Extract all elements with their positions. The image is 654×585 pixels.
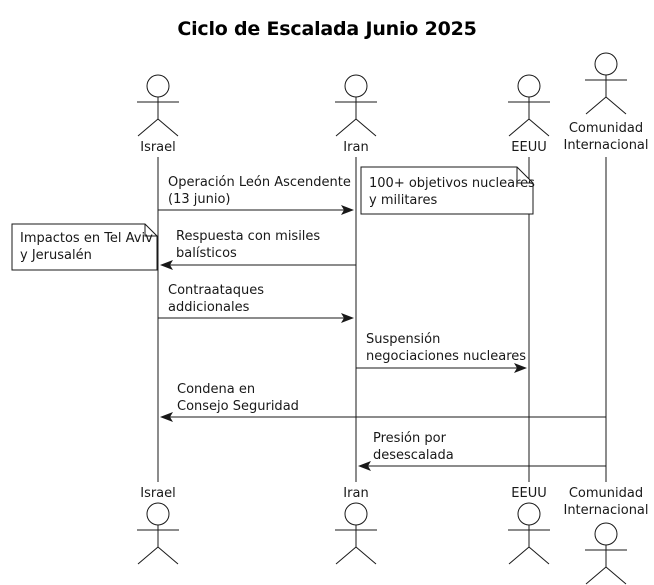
note-box-impactos [11, 223, 158, 271]
actor-head [146, 502, 170, 526]
message-label-5: Condena en Consejo Seguridad [177, 382, 299, 414]
actor-leg-left [335, 118, 357, 137]
actor-label-israel-bottom: Israel [140, 486, 176, 501]
arrowhead-right-icon-1 [341, 205, 354, 215]
message-arrows [158, 205, 606, 471]
actor-icon-eeuu-top [508, 74, 550, 137]
actor-icon-iran-bottom [335, 502, 377, 565]
message-label-3: Contraataques addicionales [168, 283, 264, 315]
arrowhead-left-icon-6 [358, 461, 371, 471]
actor-leg-right [605, 566, 627, 585]
actor-label-eeuu-top: EEUU [511, 140, 547, 155]
actor-icon-israel-bottom [137, 502, 179, 565]
note-label-objetivos: 100+ objetivos nucleares y militares [369, 176, 535, 208]
message-label-2: Respuesta con misiles balísticos [176, 229, 321, 261]
arrowhead-left-icon-2 [160, 260, 173, 270]
diagram-title: Ciclo de Escalada Junio 2025 [177, 18, 477, 40]
actor-icon-eeuu-bottom [508, 502, 550, 565]
actor-label-israel-top: Israel [140, 140, 176, 155]
actor-icon-comunidad-top [585, 52, 627, 115]
actor-head [146, 74, 170, 98]
actor-head [517, 74, 541, 98]
actor-head [344, 502, 368, 526]
actor-leg-left [508, 546, 530, 565]
actor-leg-left [585, 566, 607, 585]
actor-icon-comunidad-bottom [585, 522, 627, 585]
note-fold-icon-impactos [144, 224, 157, 237]
actor-leg-left [335, 546, 357, 565]
actor-label-iran-bottom: Iran [343, 486, 369, 501]
note-label-impactos: Impactos en Tel Aviv y Jerusalén [20, 231, 153, 263]
actor-leg-right [528, 118, 550, 137]
note-fold-icon-objetivos [516, 167, 533, 184]
actor-icon-iran-top [335, 74, 377, 137]
actor-leg-right [605, 96, 627, 115]
arrowhead-right-icon-3 [341, 313, 354, 323]
actor-label-comunidad-top: Comunidad Internacional [563, 121, 649, 153]
actor-head [517, 502, 541, 526]
actor-leg-right [157, 546, 179, 565]
actor-label-comunidad-bottom: Comunidad Internacional [563, 486, 649, 518]
actor-leg-right [528, 546, 550, 565]
notes-layer [11, 166, 534, 271]
actor-leg-right [157, 118, 179, 137]
actor-head [344, 74, 368, 98]
actor-label-iran-top: Iran [343, 140, 369, 155]
note-box-objetivos [360, 166, 534, 215]
actor-label-eeuu-bottom: EEUU [511, 486, 547, 501]
actor-leg-left [137, 546, 159, 565]
actor-leg-left [137, 118, 159, 137]
arrowhead-right-icon-4 [514, 363, 527, 373]
message-label-4: Suspensión negociaciones nucleares [366, 332, 527, 364]
actor-icon-israel-top [137, 74, 179, 137]
message-label-6: Presión por desescalada [373, 431, 454, 463]
actor-leg-right [355, 546, 377, 565]
actor-leg-right [355, 118, 377, 137]
arrowhead-left-icon-5 [160, 412, 173, 422]
message-label-1: Operación León Ascendente (13 junio) [168, 175, 351, 207]
actor-leg-left [508, 118, 530, 137]
actor-head [594, 52, 618, 76]
actor-head [594, 522, 618, 546]
actor-leg-left [585, 96, 607, 115]
